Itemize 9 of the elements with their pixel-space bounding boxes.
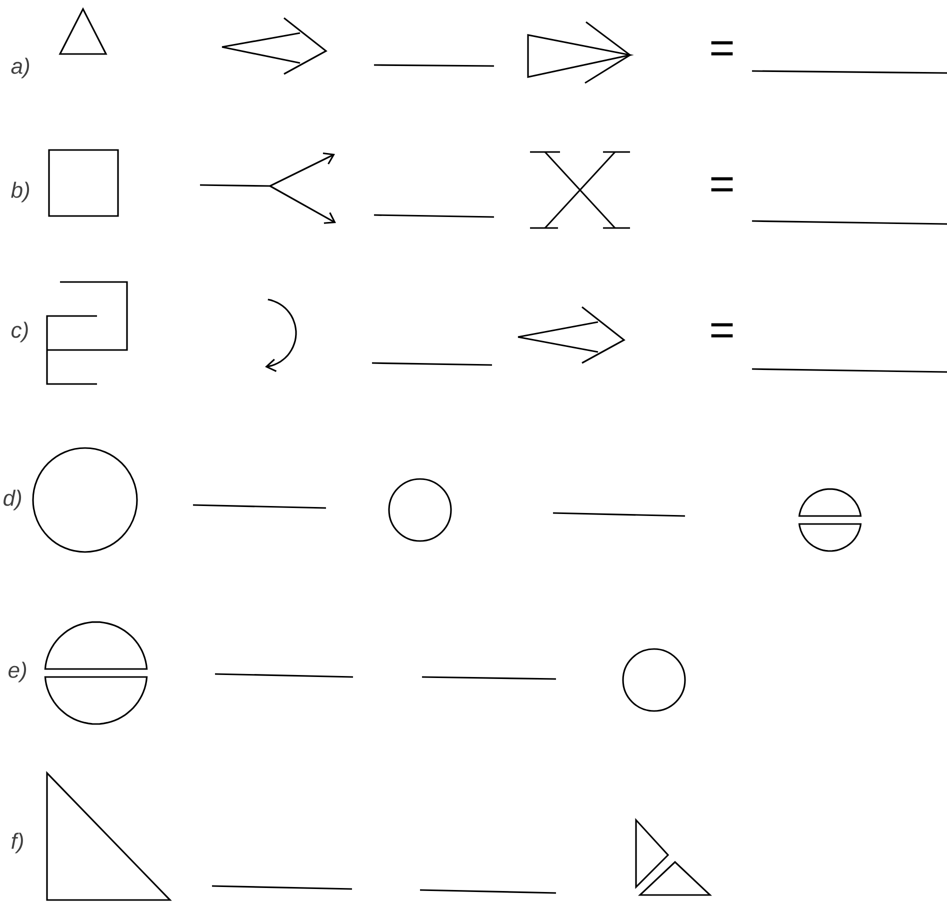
item-letter: f) xyxy=(12,832,23,854)
equals-sign: = xyxy=(711,323,733,338)
item-letter: b) xyxy=(11,182,30,202)
equals-sign: = xyxy=(711,41,733,56)
item-letter: d) xyxy=(4,490,22,510)
item-letter: e) xyxy=(8,662,26,682)
equals-sign: = xyxy=(711,177,733,192)
item-letter: a) xyxy=(11,58,30,78)
item-letter: c) xyxy=(12,322,28,342)
